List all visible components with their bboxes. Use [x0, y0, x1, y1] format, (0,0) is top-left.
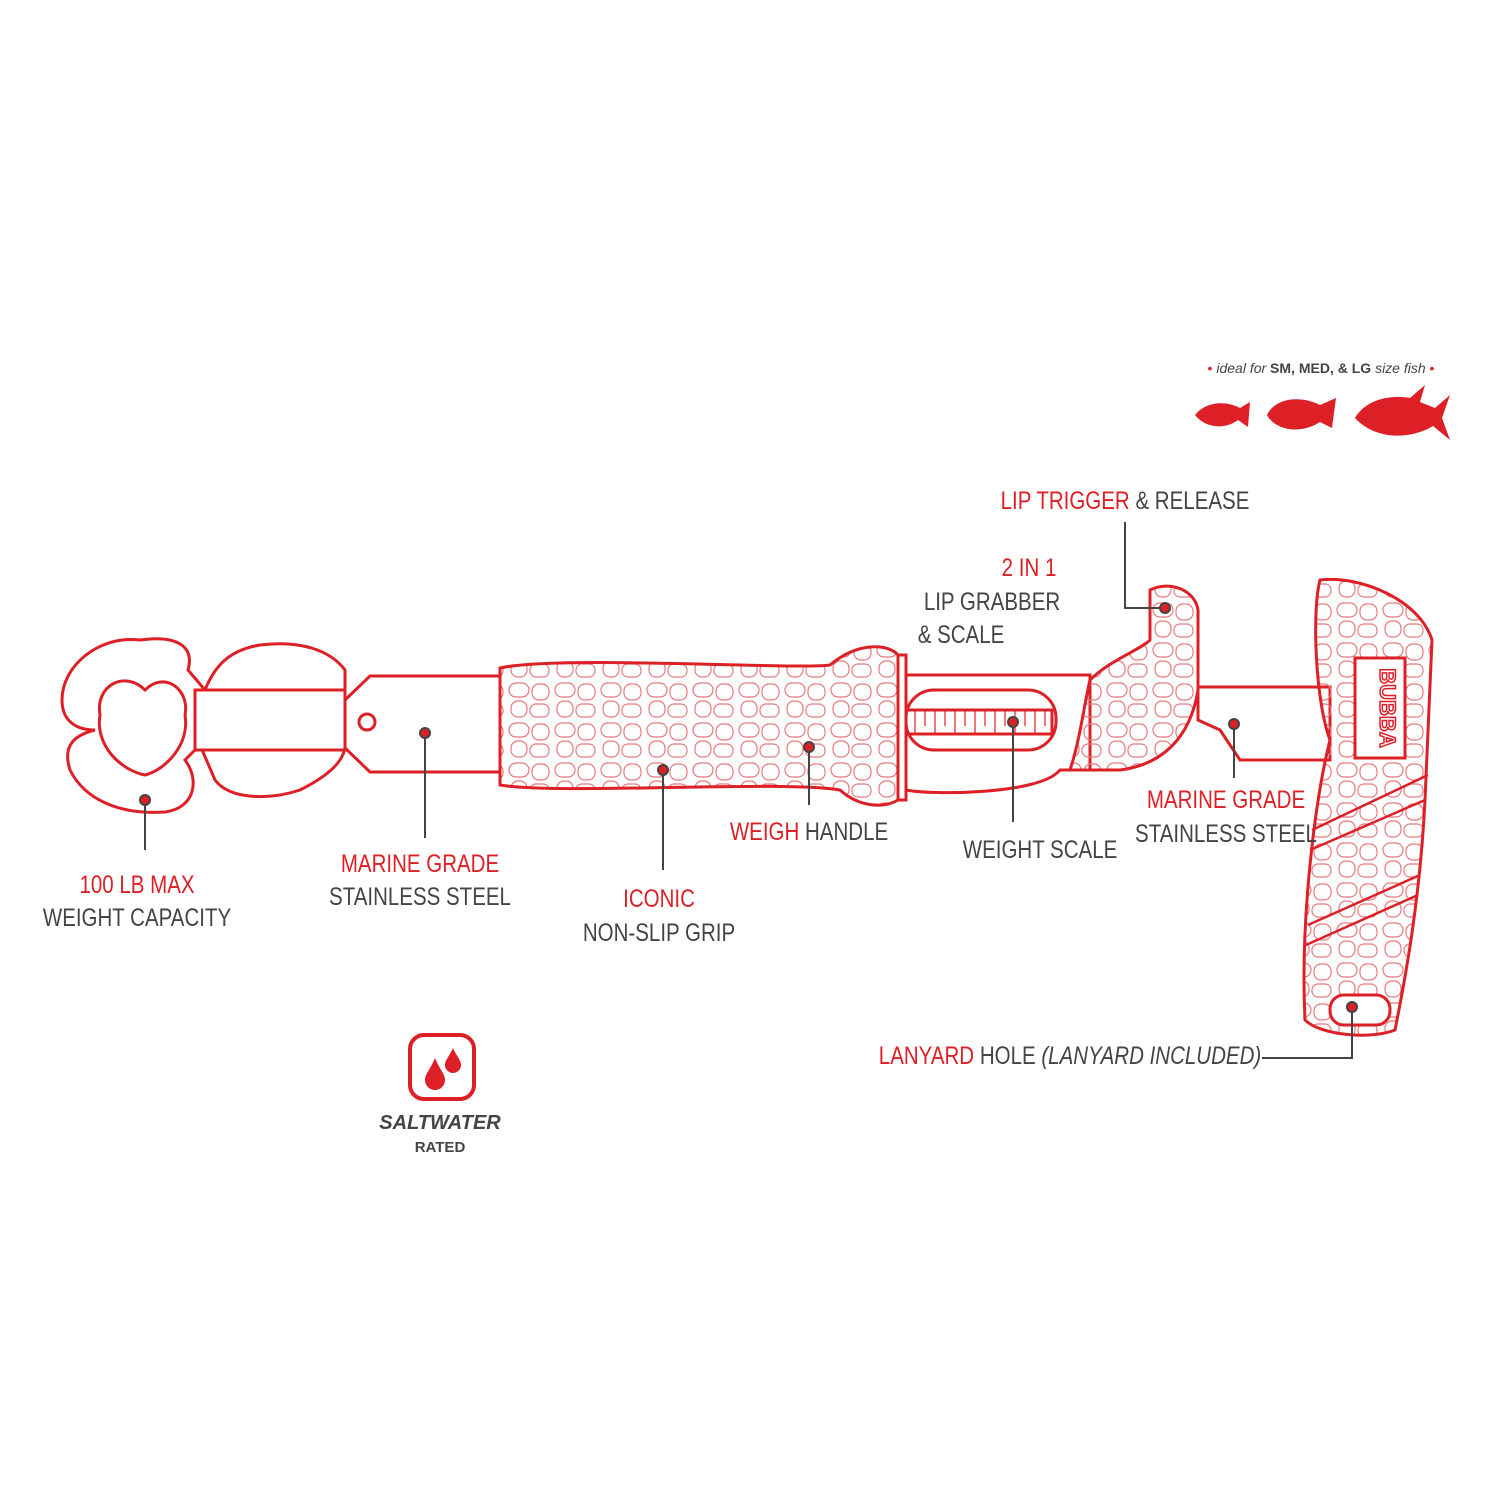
brand-logo: BUBBA — [1375, 668, 1400, 748]
saltwater-badge — [408, 1033, 476, 1101]
lanyard-note: (LANYARD INCLUDED) — [1041, 1042, 1262, 1070]
weigh-handle-highlight: WEIGH — [729, 818, 800, 846]
badge-text: RATED — [414, 1139, 466, 1156]
lanyard-label: LANYARD HOLE (LANYARD INCLUDED) — [879, 1042, 1261, 1070]
weight-scale-marks — [904, 708, 1054, 736]
large-fish-icon — [1355, 385, 1450, 440]
grip-text: NON-SLIP GRIP — [582, 919, 736, 947]
grip-highlight: ICONIC — [623, 885, 695, 913]
fish-size-list: SM, MED, & LG — [1270, 360, 1372, 376]
trigger-label: LIP TRIGGER & RELEASE — [1001, 487, 1250, 515]
callout-dots — [139, 602, 1358, 1013]
leader-lines — [144, 522, 1353, 1059]
trigger-highlight: LIP TRIGGER — [1000, 487, 1130, 515]
steel-right-highlight: MARINE GRADE — [1146, 786, 1306, 814]
fish-size-prefix: ideal for — [1216, 360, 1267, 376]
two-in-one-highlight: 2 IN 1 — [1001, 554, 1057, 582]
trigger-text: & RELEASE — [1135, 487, 1250, 515]
fish-size-suffix: size fish — [1375, 360, 1426, 376]
non-slip-grip — [498, 645, 900, 807]
small-fish-icon — [1195, 402, 1250, 427]
lanyard-text: HOLE — [979, 1042, 1036, 1070]
steel-left-text: STAINLESS STEEL — [329, 883, 511, 911]
scale-body — [904, 673, 1092, 795]
steel-shaft-left — [343, 674, 502, 774]
steel-shaft-right — [1196, 685, 1332, 762]
steel-right-text: STAINLESS STEEL — [1135, 820, 1317, 848]
weigh-handle-text: HANDLE — [805, 818, 889, 846]
two-in-one-line2: & SCALE — [917, 621, 1005, 649]
fish-size-note: • ideal for SM, MED, & LG size fish • — [1207, 360, 1435, 376]
capacity-highlight: 100 LB MAX — [79, 871, 195, 899]
steel-left-highlight: MARINE GRADE — [340, 850, 500, 878]
capacity-text: WEIGHT CAPACITY — [42, 904, 232, 932]
badge-highlight: SALTWATER — [379, 1112, 501, 1134]
two-in-one-line1: LIP GRABBER — [923, 588, 1061, 616]
weight-scale-label: WEIGHT SCALE — [962, 836, 1118, 864]
medium-fish-icon — [1267, 398, 1336, 430]
weigh-handle-label: WEIGH HANDLE — [730, 818, 888, 846]
t-handle — [1302, 577, 1434, 1037]
lanyard-hole — [1328, 993, 1392, 1027]
jaw-clamp — [60, 637, 347, 814]
lanyard-highlight: LANYARD — [878, 1042, 975, 1070]
water-drops-icon — [425, 1048, 461, 1090]
